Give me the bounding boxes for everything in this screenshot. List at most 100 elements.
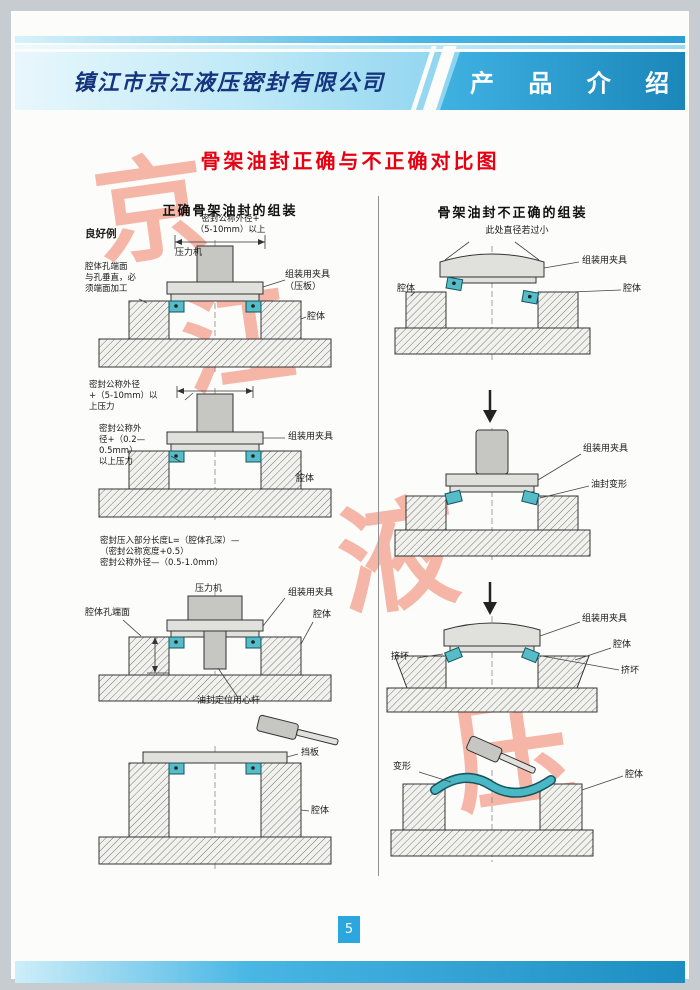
label-dim-inner: 密封公称外 径+（0.2— 0.5mm） 以上压力 [99, 424, 146, 468]
label-press: 压力机 [195, 584, 223, 594]
figure-correct-3: 密封压入部分长度L=（腔体孔深）— （密封公称宽度+0.5） 密封公称外径—（0… [85, 536, 380, 715]
label-press: 压力机 [175, 248, 203, 258]
tilted-oil-seal [445, 276, 540, 305]
figure-correct-4: 挡板 腔体 [85, 710, 380, 878]
base-slab [98, 836, 332, 865]
header-stripe [15, 36, 685, 43]
deformed-seal [521, 489, 540, 506]
label-deform: 变形 [393, 762, 412, 772]
base-slab [98, 338, 332, 368]
jig-plate [166, 619, 264, 632]
crushed-seal [520, 647, 540, 664]
label-jig: 组装用夹具 [582, 614, 628, 624]
label-deform: 油封变形 [591, 480, 628, 490]
deformed-seal [444, 489, 463, 506]
housing-left [128, 300, 170, 340]
press-machine [187, 595, 243, 621]
figure-incorrect-4: 变形 腔体 [385, 728, 670, 870]
label-housing: 腔体 [625, 770, 644, 780]
label-housing: 腔体 [313, 610, 332, 620]
label-jig: 组装用夹具 [288, 432, 334, 442]
jig-plate [439, 253, 545, 278]
housing-left [128, 636, 170, 676]
mallet-icon [466, 735, 536, 774]
housing-right [537, 655, 590, 689]
label-housing: 腔体 [613, 640, 632, 650]
page-number: 5 [338, 916, 360, 943]
label-jig: 组装用夹具 [582, 256, 628, 266]
diagram-incorrect-hammer [390, 735, 624, 862]
housing-left [128, 762, 170, 838]
figure-incorrect-1: 此处直径若过小 组装用夹具 腔体 腔体 [385, 222, 670, 387]
base-slab [394, 529, 591, 557]
right-column-heading: 骨架油封不正确的组装 [437, 206, 588, 221]
down-arrow-icon [478, 582, 502, 616]
label-jig: 组装用夹具 （压板） [285, 270, 331, 292]
press-ram [475, 429, 509, 475]
diagram-correct-press [98, 235, 332, 372]
page-title: 骨架油封正确与不正确对比图 [200, 149, 500, 173]
label-crush-right: 挤坏 [621, 666, 640, 676]
housing-right [260, 300, 302, 340]
left-column-heading: 正确骨架油封的组装 [162, 204, 298, 219]
locating-mandrel [203, 630, 227, 670]
label-jig: 组装用夹具 [288, 588, 334, 598]
label-mandrel: 油封定位用心杆 [197, 696, 261, 706]
header-stripe-light [15, 45, 685, 49]
housing-right [260, 762, 302, 838]
diagram-correct-plate [98, 714, 339, 870]
base-slab [390, 829, 594, 857]
label-housing: 腔体 [307, 312, 326, 322]
label-bore-face: 腔体孔端面 [85, 608, 131, 618]
diagram-incorrect-deform [394, 428, 591, 560]
label-jig: 组装用夹具 [583, 444, 629, 454]
diagram-correct-dimensions [98, 386, 332, 522]
crushed-seal [443, 646, 463, 663]
housing-right [539, 783, 583, 831]
jig-plate [445, 473, 539, 487]
base-slab [98, 674, 332, 702]
housing-right [537, 291, 579, 329]
jig-plate [443, 622, 541, 647]
label-note: 此处直径若过小 [485, 226, 549, 236]
diagram-incorrect-crush [386, 616, 620, 714]
base-slab [98, 488, 332, 518]
housing-left [405, 291, 447, 329]
housing-right [260, 450, 302, 490]
mallet-icon [256, 714, 339, 746]
label-plate: 挡板 [301, 748, 320, 758]
section-title: 产 品 介 绍 [470, 68, 683, 98]
label-face-note: 腔体孔端面 与孔垂直，必 须端面加工 [85, 262, 137, 295]
jig-plate [166, 281, 264, 295]
figure-incorrect-3: 组装用夹具 腔体 挤坏 挤坏 [385, 614, 670, 726]
label-housing-left: 腔体 [397, 284, 416, 294]
down-arrow-icon [478, 390, 502, 424]
press-ram [196, 393, 234, 433]
housing-left [405, 495, 447, 531]
label-good-example: 良好例 [85, 228, 117, 240]
figure-incorrect-2: 组装用夹具 油封变形 [385, 426, 670, 578]
label-dimension: 密封公称外径+ （5-10mm）以上 [195, 214, 266, 236]
column-divider [378, 196, 379, 876]
diagram-correct-mandrel [98, 590, 332, 706]
baffle-plate [142, 751, 288, 764]
company-name: 镇江市京江液压密封有限公司 [73, 70, 386, 96]
base-slab [386, 687, 598, 713]
bent-seal [431, 774, 555, 797]
label-crush-left: 挤坏 [391, 652, 410, 662]
label-housing: 腔体 [311, 806, 330, 816]
base-slab [394, 327, 591, 355]
diagram-incorrect-small-jig [394, 241, 622, 360]
press-ram [196, 245, 234, 283]
figure-correct-2: 密封公称外径 +（5-10mm）以 上压力 密封公称外 径+（0.2— 0.5m… [85, 380, 380, 540]
label-dim-outer: 密封公称外径 +（5-10mm）以 上压力 [89, 380, 158, 413]
label-formula: 密封压入部分长度L=（腔体孔深）— （密封公称宽度+0.5） 密封公称外径—（0… [100, 536, 240, 569]
label-housing-right: 腔体 [623, 284, 642, 294]
figure-correct-1: 良好例 密封公称外径+ （5-10mm）以上 压力机 腔体孔端面 与孔垂直，必 … [85, 214, 380, 380]
header-band: 产 品 介 绍 镇江市京江液压密封有限公司 [15, 46, 685, 118]
label-housing: 腔体 [296, 474, 315, 484]
housing-left [128, 450, 170, 490]
housing-right [260, 636, 302, 676]
header-right-block: 产 品 介 绍 [440, 52, 685, 110]
